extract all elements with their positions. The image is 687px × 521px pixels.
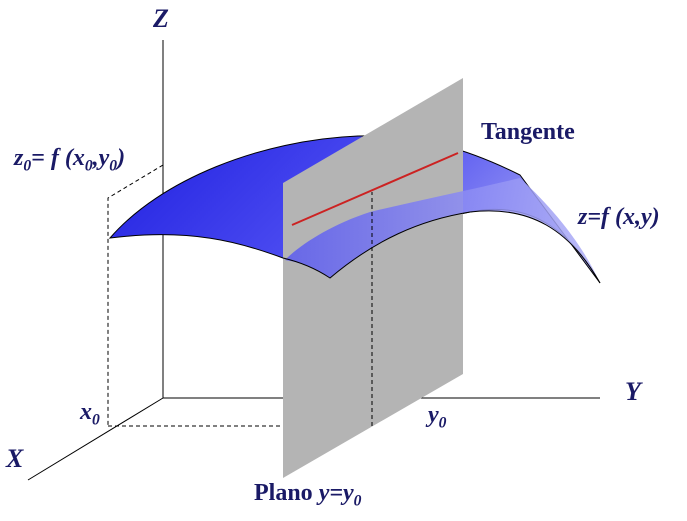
x-axis-label: X — [6, 446, 23, 472]
z-axis-label: Z — [153, 6, 169, 32]
y0-sub: 0 — [438, 414, 447, 432]
z0-var: z — [14, 145, 24, 171]
y-axis-label: Y — [625, 379, 641, 405]
surface-lhs: z=f — [578, 204, 610, 230]
tangent-label: Tangente — [481, 120, 575, 144]
z0-y-sub: 0 — [109, 157, 118, 175]
y0-label: y0 — [428, 402, 446, 431]
x0-label: x0 — [80, 399, 100, 428]
surface-front — [285, 178, 600, 283]
z0-eq: = — [31, 145, 51, 171]
x-axis-text: X — [6, 444, 24, 473]
tangent-text: Tangente — [481, 119, 575, 145]
plane-eq: y=y — [318, 480, 354, 506]
z0-f: f — [50, 145, 59, 171]
z0-sub: 0 — [23, 157, 32, 175]
z-axis-text: Z — [153, 4, 169, 33]
plane-word: Plano — [254, 480, 319, 506]
surface-args: (x,y) — [609, 204, 660, 230]
tangent-line — [291, 152, 459, 226]
z0-dashed-guide — [107, 164, 164, 426]
y0-var: y — [428, 402, 439, 428]
surface-edge — [282, 210, 601, 284]
z0-close: ) — [117, 145, 126, 171]
x-axis — [27, 397, 164, 481]
plane-sub: 0 — [353, 492, 362, 510]
x0-sub: 0 — [92, 411, 100, 429]
z0-label: z0= f (x0,y0) — [14, 145, 126, 174]
z0-y: y — [98, 145, 110, 171]
y-axis-text: Y — [625, 377, 641, 406]
z0-open: ( — [58, 145, 73, 171]
z0-x: x — [72, 145, 85, 171]
z0-x-sub: 0 — [84, 157, 93, 175]
vertical-plane — [283, 78, 463, 478]
x0-var: x — [80, 399, 92, 425]
plane-label: Plano y=y0 — [254, 480, 361, 509]
z0-comma: , — [92, 145, 99, 171]
surface-label: z=f (x,y) — [578, 205, 660, 229]
